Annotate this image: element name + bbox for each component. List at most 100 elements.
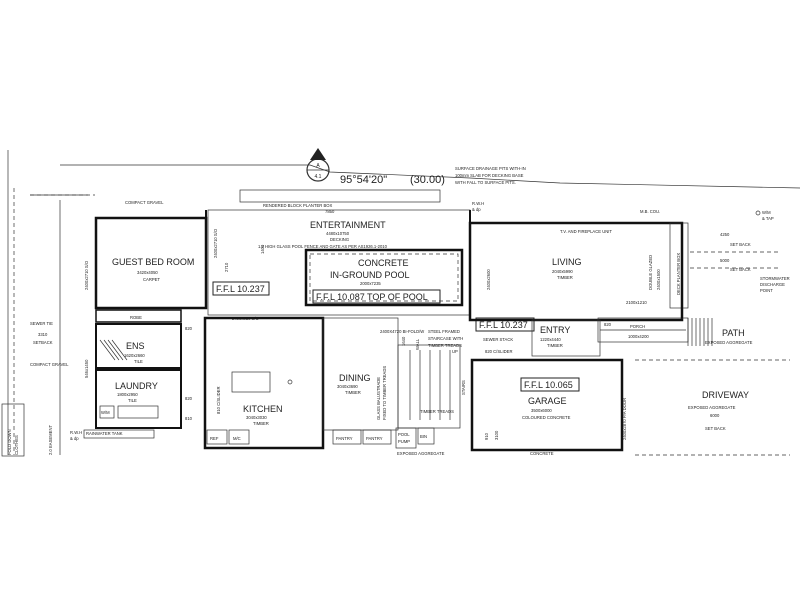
garage-name: GARAGE <box>528 396 567 406</box>
svg-text:PUMP: PUMP <box>398 439 410 444</box>
svg-text:PANTRY: PANTRY <box>366 436 383 441</box>
glass-balustrade-2: FIXED TO TIMBER TREADS <box>382 366 387 420</box>
drainage-note-1: SURFACE DRAINAGE PITS WITH-IN <box>455 166 526 171</box>
rendered-block-note: RENDERED BLOCK PLANTER BOX <box>263 203 333 208</box>
stairs-note: STAIRS <box>461 380 466 395</box>
living-size: 2040x5990 <box>552 269 573 274</box>
dining-finish: TIMBER <box>345 390 361 395</box>
kitchen-fixtures: REF M/C PANTRY PANTRY POOL PUMP BIN <box>206 427 435 449</box>
ens-size: 1620x2660 <box>124 353 145 358</box>
driveway-size: 6000 <box>710 413 720 418</box>
sewer-tie-note: SEWER TIE <box>30 321 53 326</box>
path-finish: EXPOSED AGGREGATE <box>705 340 753 345</box>
dim-2400x1500: 2400x1500 <box>656 269 661 290</box>
rainwater-tank-box <box>83 429 155 439</box>
ffl-box-1: F.F.L 10.237 <box>212 281 270 296</box>
dim-910: 910 <box>484 432 489 440</box>
entertainment-name: ENTERTAINMENT <box>310 220 386 230</box>
driveway: DRIVEWAY EXPOSED AGGREGATE 6000 SET BACK <box>635 359 790 456</box>
compact-gravel-left: COMPACT GRAVEL <box>30 362 69 367</box>
timber-treads-note: TIMBER TREADS <box>420 409 454 414</box>
entertainment-finish: DECKING <box>330 237 349 242</box>
stormwater-2: DISCHARGE <box>760 282 785 287</box>
dim-2100x1210: 2100x1210 <box>626 300 647 305</box>
steel-staircase-1: STEEL FRAMED <box>428 329 460 334</box>
drainage-note-2: 100mm SLAB FOR DECKING BASE <box>455 173 524 178</box>
robe-label: ROBE <box>130 315 142 320</box>
living-name: LIVING <box>552 257 582 267</box>
dim-810: 810 <box>185 416 193 421</box>
tap-symbol <box>755 210 761 216</box>
section-marker: A 4.1 <box>306 148 330 182</box>
dim-810-slider: 810 C/SLIDER <box>216 387 221 414</box>
svg-text:F.F.L 10.087 TOP OF POOL: F.F.L 10.087 TOP OF POOL <box>316 292 428 302</box>
robe-box <box>95 309 182 323</box>
staircase: TIMBER TREADS STAIRS <box>397 344 466 429</box>
dim-1640: 1640 <box>401 336 406 346</box>
kitchen-finish: TIMBER <box>253 421 269 426</box>
pool-name-1: CONCRETE <box>358 258 409 268</box>
guest-bed-size: 3420x4050 <box>137 270 158 275</box>
boundary-top-line <box>60 164 800 189</box>
dim-2400x2710: 2400x2710 S/O <box>84 260 89 290</box>
guest-bed-room: GUEST BED ROOM 3420x4050 CARPET <box>94 216 208 310</box>
exposed-aggregate-bottom: EXPOSED AGGREGATE <box>397 451 445 456</box>
porch: PORCH 1000x4200 <box>597 317 689 343</box>
glass-balustrade-1: GLASS BALUSTRADE <box>376 377 381 420</box>
entertainment-size: 4480x10750 <box>326 231 350 236</box>
section-letter: A <box>316 163 320 169</box>
concrete-bottom: CONCRETE <box>530 451 554 456</box>
porch-name: PORCH <box>630 324 645 329</box>
dim-2400x2710-b: 2400x2710 S/O <box>213 228 218 258</box>
ens-finish: TILE <box>134 359 143 364</box>
setback-label-1: SET BACK <box>730 242 751 247</box>
sewer-stack-note: SEWER STACK <box>483 337 513 342</box>
garage-size: 3500x6000 <box>531 408 552 413</box>
rwh-top-2: & dp <box>472 207 481 212</box>
garage-finish: COLOURED CONCRETE <box>522 415 571 420</box>
planter-box <box>239 189 441 203</box>
laundry-name: LAUNDRY <box>115 381 158 391</box>
living-finish: TIMBER <box>557 275 573 280</box>
deck-planter-note: DECK PLANTER BOX <box>676 253 681 295</box>
easement-note: 2.0 EASEMENT <box>48 425 53 455</box>
guest-bed-finish: CARPET <box>143 277 160 282</box>
entry-finish: TIMBER <box>547 343 563 348</box>
setback-5000: 5000 <box>720 258 730 263</box>
rwh-top-1: R.W.H <box>472 201 484 206</box>
svg-text:POOL: POOL <box>398 432 410 437</box>
laundry: LAUNDRY 1800x2950 TILE W/M <box>95 369 182 429</box>
pool-size: 2000x7235 <box>360 281 381 286</box>
laundry-size: 1800x2950 <box>117 392 138 397</box>
ffl-box-pool: F.F.L 10.087 TOP OF POOL <box>312 289 441 304</box>
tv-fireplace-note: T.V. AND FIREPLACE UNIT <box>560 229 612 234</box>
rendered-block-dim: 7850 <box>325 209 335 214</box>
up-label: UP <box>452 349 458 354</box>
guest-bed-name: GUEST BED ROOM <box>112 257 194 267</box>
svg-text:F.F.L 10.237: F.F.L 10.237 <box>479 320 528 330</box>
wm-tap-1: W/M <box>762 210 771 215</box>
dining: DINING 3040x3690 TIMBER GLASS BALUSTRADE… <box>322 317 399 431</box>
entry: ENTRY 1220x4440 TIMBER <box>531 319 601 357</box>
porch-size: 1000x4200 <box>628 334 649 339</box>
stormwater-3: POINT <box>760 288 773 293</box>
laundry-bench <box>117 405 159 419</box>
ffl-box-3: F.F.L 10.065 <box>520 377 580 392</box>
wall-note: WALL <box>415 338 420 350</box>
clothesline-box: FOLD DOWN CLOTHES <box>1 403 25 457</box>
dining-size: 3040x3690 <box>337 384 358 389</box>
path-name: PATH <box>722 328 745 338</box>
dim-2400x2600: 2400x2600 <box>486 269 491 290</box>
washer-box <box>99 405 115 419</box>
kitchen-island <box>231 371 271 393</box>
ens-shower-hatch <box>99 339 128 361</box>
driveway-setback: SET BACK <box>705 426 726 431</box>
setback-lines <box>690 251 780 269</box>
dim-2710: 2710 <box>224 262 229 272</box>
garage: GARAGE 3500x6000 COLOURED CONCRETE 2400x… <box>470 358 627 452</box>
steel-staircase-3: TIMBER TREADS <box>428 343 462 348</box>
svg-text:F.F.L 10.237: F.F.L 10.237 <box>216 284 265 294</box>
setback-3310: 3310 <box>38 332 48 337</box>
svg-text:FOLD DOWN: FOLD DOWN <box>7 429 12 455</box>
driveway-name: DRIVEWAY <box>702 390 749 400</box>
